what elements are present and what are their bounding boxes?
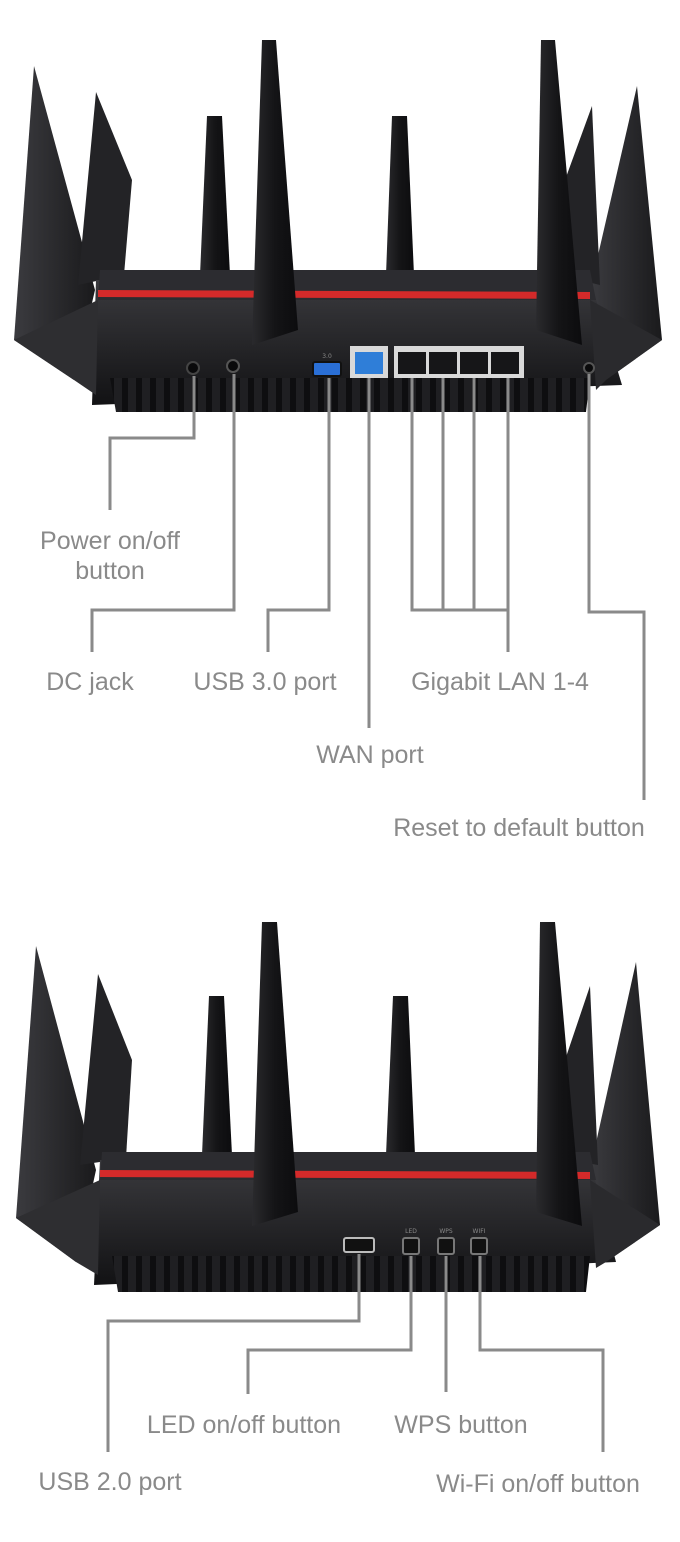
- antenna-back-right-2: [386, 996, 415, 1155]
- router-side-right: [590, 300, 662, 390]
- lan-port-3-icon: [460, 352, 488, 374]
- led-button-icon: [402, 1237, 420, 1255]
- antenna-front-left-2: [252, 922, 298, 1226]
- antenna-left-inner-2: [80, 974, 132, 1165]
- vent-grille: [110, 378, 590, 412]
- label-dc-jack: DC jack: [46, 668, 134, 696]
- router-side-left: [14, 300, 98, 395]
- antenna-back-left-2: [202, 996, 232, 1155]
- antenna-front-right: [536, 40, 582, 345]
- leader-lines-top: [90, 374, 646, 800]
- router-side-right-2: [590, 1180, 660, 1268]
- antenna-back-right: [386, 116, 414, 275]
- wan-port-icon: [355, 352, 383, 374]
- router-bottom-view: LED WPS WIFI: [16, 922, 660, 1452]
- antenna-right-outer: [590, 86, 662, 380]
- usb3-port-icon: [312, 361, 342, 377]
- label-reset-button: Reset to default button: [393, 814, 645, 842]
- antenna-front-right-2: [536, 922, 582, 1226]
- accent-stripe-2: [100, 1170, 590, 1179]
- usb2-port-icon: [343, 1237, 375, 1253]
- power-button-icon: [186, 361, 200, 375]
- label-wan-port: WAN port: [316, 741, 424, 769]
- label-led-button: LED on/off button: [146, 1411, 342, 1439]
- antenna-front-left: [252, 40, 298, 345]
- wifi-marking: WIFI: [473, 1228, 486, 1235]
- accent-stripe: [98, 290, 590, 299]
- antenna-back-left: [200, 116, 230, 275]
- wifi-button-icon: [470, 1237, 488, 1255]
- label-lan-ports: Gigabit LAN 1-4: [411, 668, 589, 696]
- label-power-button: Power on/off button: [40, 527, 180, 585]
- lan-port-1-icon: [398, 352, 426, 374]
- led-marking: LED: [405, 1228, 417, 1235]
- wps-marking: WPS: [439, 1228, 453, 1235]
- lan-port-4-icon: [491, 352, 519, 374]
- dc-jack-icon: [226, 359, 240, 373]
- router-top-view: 3.0: [14, 40, 662, 800]
- router-side-left-2: [16, 1180, 100, 1275]
- label-wps-button: WPS button: [394, 1411, 528, 1439]
- antenna-right-outer-2: [590, 962, 660, 1262]
- leader-lines-bottom: [106, 1254, 605, 1452]
- vent-grille-2: [112, 1256, 590, 1292]
- antenna-left-outer: [14, 66, 95, 380]
- label-wifi-button: Wi-Fi on/off button: [436, 1470, 640, 1498]
- wps-button-icon: [437, 1237, 455, 1255]
- lan-port-2-icon: [429, 352, 457, 374]
- antenna-left-inner: [78, 92, 132, 285]
- usb3-marking: 3.0: [322, 353, 332, 360]
- antenna-left-outer-2: [16, 946, 96, 1262]
- label-usb2-port: USB 2.0 port: [38, 1468, 182, 1496]
- lan-ports: [394, 346, 524, 378]
- label-usb3-port: USB 3.0 port: [193, 668, 337, 696]
- reset-button-icon: [583, 362, 595, 374]
